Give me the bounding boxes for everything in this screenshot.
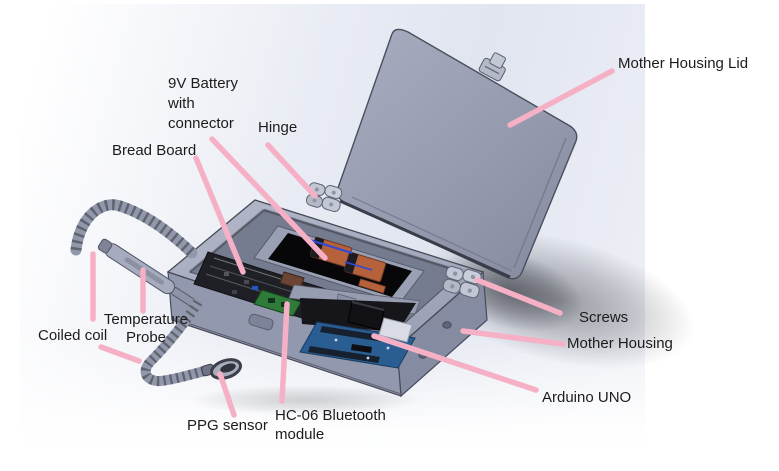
label-9v-battery: 9V Battery with connector (168, 75, 239, 132)
callout-hinge (265, 142, 318, 199)
battery-tray (253, 225, 425, 304)
callout-ppg (217, 371, 237, 418)
coiled-coil-upper (70, 199, 198, 259)
label-mother-housing: Mother Housing (567, 335, 673, 352)
callout-breadboard (193, 155, 246, 275)
rim-notch (248, 313, 274, 331)
hinge-right-screws (442, 266, 482, 299)
label-hc06: HC-06 Bluetooth module (275, 407, 386, 443)
coiled-coil-lower (140, 297, 213, 387)
callout-coil-down (98, 344, 142, 364)
callout-hc06 (279, 301, 290, 404)
label-ppg-sensor: PPG sensor (187, 417, 268, 434)
callout-screws (474, 277, 563, 316)
label-hinge: Hinge (258, 119, 298, 136)
label-bread-board: Bread Board (112, 142, 197, 159)
arduino-power-jack (347, 301, 385, 331)
label-mother-housing-lid: Mother Housing Lid (618, 55, 749, 72)
battery-2 (343, 251, 387, 283)
callout-lines (90, 68, 615, 418)
label-temperature-probe: Temperature Probe (103, 311, 189, 346)
battery-wire (309, 239, 353, 254)
arduino-usb-port (378, 317, 413, 343)
callout-battery (209, 136, 328, 261)
label-coiled-coil: Coiled coil (38, 327, 108, 344)
callout-lid (507, 68, 615, 128)
label-screws: Screws (579, 309, 629, 326)
mother-housing-lid (336, 28, 578, 280)
label-arduino-uno: Arduino UNO (542, 389, 632, 406)
screw-hole (442, 321, 452, 329)
callout-housing (460, 328, 566, 347)
lid-latch (478, 52, 506, 82)
temperature-probe (97, 238, 197, 307)
callout-arduino (371, 333, 539, 393)
